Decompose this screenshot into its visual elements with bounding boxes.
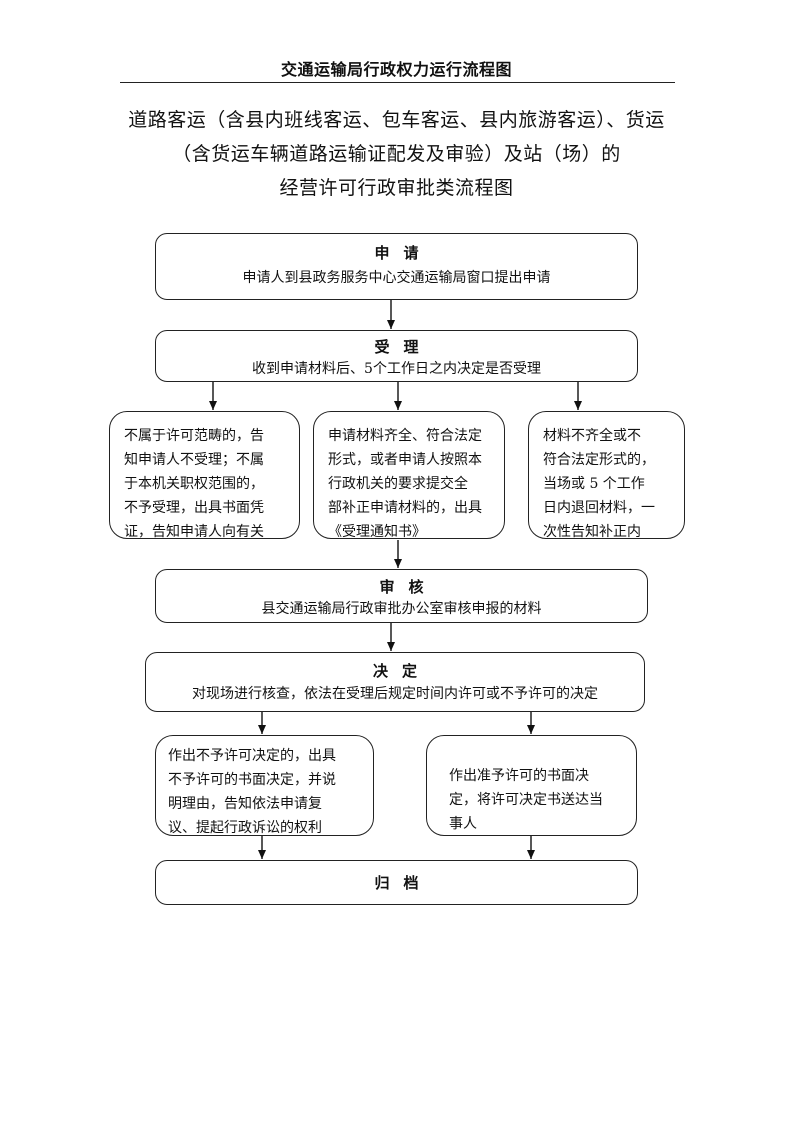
- document-title-line-2: （含货运车辆道路运输证配发及审验）及站（场）的: [172, 143, 621, 165]
- outcome-approve-text: 作出准予许可的书面决 定，将许可决定书送达当 事人: [449, 768, 603, 832]
- step-review-title: 审核: [379, 578, 438, 596]
- document-title-line-3: 经营许可行政审批类流程图: [279, 177, 514, 199]
- document-title-line-1: 道路客运（含县内班线客运、包车客运、县内旅游客运）、货运: [128, 109, 665, 131]
- step-review-desc: 县交通运输局行政审批办公室审核申报的材料: [261, 601, 542, 617]
- step-accept-title: 受理: [374, 338, 433, 356]
- step-archive: 归档: [155, 860, 638, 905]
- header-title: 交通运输局行政权力运行流程图: [280, 60, 512, 79]
- outcome-deny: 作出不予许可决定的，出具 不予许可的书面决定，并说 明理由，告知依法申请复 议、…: [155, 735, 374, 836]
- step-decide-desc: 对现场进行核查，依法在受理后规定时间内许可或不予许可的决定: [192, 686, 598, 702]
- header-divider: [120, 82, 675, 83]
- step-review: 审核 县交通运输局行政审批办公室审核申报的材料: [155, 569, 648, 623]
- branch-reject: 不属于许可范畴的，告 知申请人不受理；不属 于本机关职权范围的， 不予受理，出具…: [109, 411, 300, 539]
- step-apply-desc: 申请人到县政务服务中心交通运输局窗口提出申请: [242, 270, 551, 286]
- step-archive-title: 归档: [374, 874, 433, 892]
- step-decide: 决定 对现场进行核查，依法在受理后规定时间内许可或不予许可的决定: [145, 652, 645, 712]
- outcome-deny-text: 作出不予许可决定的，出具 不予许可的书面决定，并说 明理由，告知依法申请复 议、…: [168, 748, 336, 836]
- step-accept: 受理 收到申请材料后、5个工作日之内决定是否受理: [155, 330, 638, 382]
- step-apply: 申请 申请人到县政务服务中心交通运输局窗口提出申请: [155, 233, 638, 300]
- branch-complete: 申请材料齐全、符合法定 形式，或者申请人按照本 行政机关的要求提交全 部补正申请…: [313, 411, 505, 539]
- step-accept-desc: 收到申请材料后、5个工作日之内决定是否受理: [252, 361, 541, 377]
- outcome-approve: 作出准予许可的书面决 定，将许可决定书送达当 事人: [426, 735, 637, 836]
- step-decide-title: 决定: [372, 662, 431, 680]
- branch-incomplete: 材料不齐全或不 符合法定形式的， 当场或 5 个工作 日内退回材料，一 次性告知…: [528, 411, 685, 539]
- branch-incomplete-text: 材料不齐全或不 符合法定形式的， 当场或 5 个工作 日内退回材料，一 次性告知…: [543, 428, 655, 539]
- branch-reject-text: 不属于许可范畴的，告 知申请人不受理；不属 于本机关职权范围的， 不予受理，出具…: [124, 428, 264, 539]
- step-apply-title: 申请: [374, 244, 433, 262]
- branch-complete-text: 申请材料齐全、符合法定 形式，或者申请人按照本 行政机关的要求提交全 部补正申请…: [328, 428, 482, 539]
